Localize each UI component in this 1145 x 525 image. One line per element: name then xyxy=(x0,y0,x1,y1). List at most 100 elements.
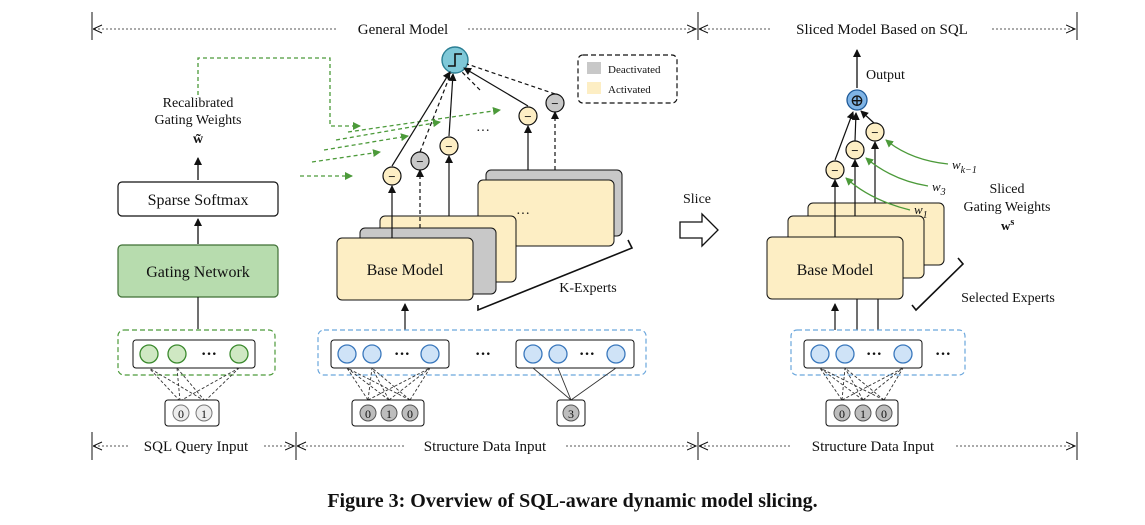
expert-card xyxy=(336,237,474,301)
structure-embedding-ellipsis: ··· xyxy=(394,346,410,363)
sliced-connections xyxy=(831,110,879,330)
weight-minus: − xyxy=(871,125,878,140)
weight-minus: − xyxy=(416,154,423,169)
base-model-label: Base Model xyxy=(367,262,444,279)
structure-embedding-circle xyxy=(893,344,913,364)
gate-node xyxy=(441,46,469,74)
recalibrated-label-line2: Gating Weights xyxy=(155,113,242,128)
sql-embedding-group: ··· xyxy=(117,329,276,376)
inactive-weight-node xyxy=(410,151,430,171)
structure-data-input-label-left: Structure Data Input xyxy=(424,439,547,455)
active-weight-node xyxy=(382,166,402,186)
right-structure-embedding: ··· ··· xyxy=(790,329,966,376)
sliced-base-model-label: Base Model xyxy=(797,262,874,279)
sum-node: ⊕ xyxy=(846,89,868,111)
structure-connectors-right xyxy=(819,367,904,401)
sparse-softmax-label: Sparse Softmax xyxy=(148,192,249,209)
sql-connectors xyxy=(148,367,240,402)
expert-connections xyxy=(388,63,559,238)
structure-embedding-circle xyxy=(548,344,568,364)
selected-experts-label: Selected Experts xyxy=(961,291,1055,306)
structure-embedding-group: ··· ··· ··· xyxy=(317,329,647,376)
weight-minus: − xyxy=(524,109,531,124)
structure-embedding-circle xyxy=(337,344,357,364)
right-arrow-icon xyxy=(679,212,719,248)
sql-query-input-label: SQL Query Input xyxy=(144,439,249,455)
gating-network-box: Gating Network xyxy=(117,244,279,298)
k-experts-bracket xyxy=(477,239,634,312)
structure-token: 0 xyxy=(881,407,887,421)
structure-embedding-ellipsis: ··· xyxy=(579,346,595,363)
sum-symbol: ⊕ xyxy=(850,91,864,110)
legend-activated-swatch xyxy=(587,82,601,94)
structure-data-input-label-right: Structure Data Input xyxy=(812,439,935,455)
structure-token: 1 xyxy=(386,407,392,421)
sql-embedding-circle xyxy=(167,344,187,364)
legend-activated-label: Activated xyxy=(608,84,651,96)
recalibrated-label-line1: Recalibrated xyxy=(163,96,234,111)
structure-embedding-circle xyxy=(606,344,626,364)
w-k-minus-1-label: wk−1 xyxy=(952,157,977,176)
structure-embedding-circle xyxy=(835,344,855,364)
sliced-expert-stack: Base Model xyxy=(766,202,945,300)
structure-embedding-circle xyxy=(810,344,830,364)
weight-minus: − xyxy=(445,139,452,154)
structure-embedding-circle xyxy=(362,344,382,364)
footer-spans xyxy=(91,432,1078,460)
w-tilde-symbol: w̃ xyxy=(193,132,204,147)
k-experts-label: K-Experts xyxy=(559,281,617,296)
structure-token: 0 xyxy=(839,407,845,421)
sql-embedding-ellipsis: ··· xyxy=(201,346,217,363)
sql-embedding-circle xyxy=(139,344,159,364)
sliced-weight-arrows xyxy=(845,139,949,211)
sliced-gating-line2: Gating Weights xyxy=(964,200,1051,215)
weight-nodes: − − − ··· − − xyxy=(382,93,565,186)
expert-stack: Base Model ··· xyxy=(336,169,623,301)
sliced-model-title: Sliced Model Based on SQL xyxy=(796,22,968,38)
sql-embedding-circle xyxy=(229,344,249,364)
gating-network-label: Gating Network xyxy=(146,264,250,281)
w3-label: w3 xyxy=(932,179,946,198)
structure-token-box-a: 0 1 0 xyxy=(351,399,425,427)
step-function-icon xyxy=(448,53,462,67)
weight-ellipsis: ··· xyxy=(476,124,490,139)
sql-model-slicing-diagram: General Model Sliced Model Based on SQL … xyxy=(91,12,1078,460)
structure-embedding-circle xyxy=(523,344,543,364)
structure-field-ellipsis: ··· xyxy=(935,346,951,363)
legend-deactivated-swatch xyxy=(587,62,601,74)
weight-minus: − xyxy=(551,96,558,111)
weight-minus: − xyxy=(851,143,858,158)
inactive-weight-node xyxy=(545,93,565,113)
sliced-gating-line1: Sliced xyxy=(990,182,1025,197)
slice-label: Slice xyxy=(683,192,711,207)
weight-minus: − xyxy=(388,169,395,184)
legend: Deactivated Activated xyxy=(577,54,678,104)
structure-token: 1 xyxy=(860,407,866,421)
right-structure-token-box: 0 1 0 xyxy=(825,399,899,427)
structure-token: 0 xyxy=(365,407,371,421)
figure-caption: Figure 3: Overview of SQL-aware dynamic … xyxy=(327,490,818,512)
structure-field-ellipsis: ··· xyxy=(475,346,491,363)
w1-label: w1 xyxy=(914,202,928,221)
sparse-softmax-box: Sparse Softmax xyxy=(117,181,279,217)
active-weight-node xyxy=(518,106,538,126)
structure-connectors-middle xyxy=(346,367,617,401)
weight-minus: − xyxy=(831,163,838,178)
sql-token: 1 xyxy=(201,407,207,421)
legend-deactivated-label: Deactivated xyxy=(608,64,661,76)
structure-embedding-circle xyxy=(420,344,440,364)
ws-symbol: ws xyxy=(1001,217,1014,233)
general-model-title: General Model xyxy=(358,22,448,38)
selected-experts-bracket xyxy=(911,257,965,312)
header-spans xyxy=(91,12,1078,40)
structure-embedding-ellipsis: ··· xyxy=(866,346,882,363)
structure-token: 0 xyxy=(407,407,413,421)
expert-ellipsis: ··· xyxy=(516,207,530,222)
structure-token-box-b: 3 xyxy=(556,399,586,427)
sql-token: 0 xyxy=(178,407,184,421)
active-weight-node xyxy=(439,136,459,156)
structure-token: 3 xyxy=(568,407,574,421)
output-label: Output xyxy=(866,68,905,83)
sql-token-box: 0 1 xyxy=(164,399,220,427)
sliced-weight-nodes: − − − xyxy=(825,122,885,180)
